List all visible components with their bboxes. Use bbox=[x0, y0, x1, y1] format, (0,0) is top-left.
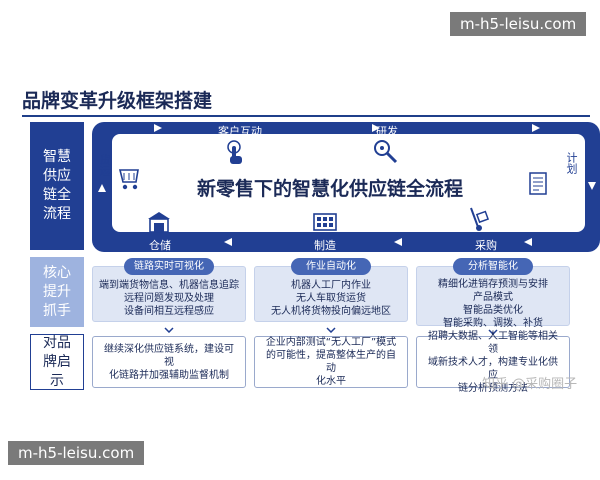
title-underline bbox=[22, 115, 590, 117]
document-icon bbox=[529, 172, 547, 195]
lever-line: 智能采购、调拨、补货 bbox=[443, 318, 543, 329]
implication-line: 继续深化供应链系统，建设可视 bbox=[104, 343, 234, 368]
lever-pill-visibility: 链路实时可视化 bbox=[124, 258, 214, 275]
magnifier-icon bbox=[374, 140, 398, 164]
lever-box-visibility: 端到端货物信息、机器信息追踪 远程问题发现及处理 设备间相互远程感应 bbox=[92, 266, 246, 322]
flow-stage-purchasing: 采购 bbox=[475, 239, 497, 252]
implication-box-3: 招聘大数据、人工智能等相关领 域新技术人才，构建专业化供应 链分析预测方法 bbox=[416, 331, 570, 394]
factory-icon bbox=[313, 213, 337, 231]
implication-line: 链分析预测方法 bbox=[458, 382, 528, 394]
implication-line: 企业内部测试“无人工厂”模式 bbox=[265, 337, 397, 348]
warehouse-icon bbox=[148, 212, 170, 233]
flow-loop-inner bbox=[112, 134, 585, 232]
lever-box-analytics: 精细化进销存预测与安排 产品模式 智能品类优化 智能采购、调拨、补货 bbox=[416, 266, 570, 329]
implication-line: 的可能性，提高整体生产的自动 bbox=[266, 350, 396, 374]
lever-line: 端到端货物信息、机器信息追踪 bbox=[99, 280, 239, 291]
lever-pill-analytics: 分析智能化 bbox=[453, 258, 533, 275]
flow-arrows bbox=[98, 124, 596, 246]
lever-pill-automation: 作业自动化 bbox=[291, 258, 371, 275]
label-core-levers: 核心提升抓手 bbox=[30, 257, 84, 327]
hand-truck-icon bbox=[470, 207, 490, 231]
arrow-left bbox=[98, 184, 106, 192]
lever-line: 无人机将货物投向偏远地区 bbox=[271, 306, 391, 317]
flow-stage-manufacturing: 制造 bbox=[314, 239, 336, 252]
flow-stage-storage: 仓储 bbox=[149, 239, 171, 252]
touch-icon bbox=[227, 140, 242, 164]
flow-stage-customer: 客户互动 bbox=[218, 125, 262, 138]
arrow-bottom-2 bbox=[394, 238, 402, 246]
chevron-down-icon bbox=[326, 327, 336, 333]
zhihu-watermark: 知乎 @采购圈子 bbox=[482, 377, 578, 392]
implication-box-2: 企业内部测试“无人工厂”模式 的可能性，提高整体生产的自动 化水平 bbox=[254, 336, 408, 388]
arrow-top-3 bbox=[532, 124, 540, 132]
lever-box-automation: 机器人工厂内作业 无人车取货运货 无人机将货物投向偏远地区 bbox=[254, 266, 408, 322]
arrow-right bbox=[588, 182, 596, 190]
lever-line: 机器人工厂内作业 bbox=[291, 280, 371, 291]
implication-line: 化水平 bbox=[316, 376, 346, 387]
label-supply-chain: 智慧供应链全流程 bbox=[30, 122, 84, 250]
flow-stage-plan: 计划 bbox=[565, 152, 578, 174]
flow-stage-freight: 货运 bbox=[98, 154, 111, 176]
implication-box-1: 继续深化供应链系统，建设可视 化链路并加强辅助监督机制 bbox=[92, 336, 246, 388]
implication-line: 招聘大数据、人工智能等相关领 bbox=[428, 330, 558, 355]
lever-line: 设备间相互远程感应 bbox=[124, 306, 214, 317]
chevron-down-icon bbox=[488, 329, 498, 335]
flow-headline: 新零售下的智慧化供应链全流程 bbox=[196, 178, 463, 200]
flow-stage-rnd: 研发 bbox=[376, 125, 398, 138]
watermark-top-right: m-h5-leisu.com bbox=[450, 12, 587, 36]
lever-line: 无人车取货运货 bbox=[296, 293, 366, 304]
page-title: 品牌变革升级框架搭建 bbox=[22, 90, 213, 112]
lever-line: 智能品类优化 bbox=[463, 305, 523, 316]
arrow-bottom-3 bbox=[224, 238, 232, 246]
watermark-bottom-left: m-h5-leisu.com bbox=[8, 441, 145, 465]
arrow-top-2 bbox=[372, 124, 380, 132]
chevron-down-icon bbox=[164, 327, 174, 333]
lever-line: 远程问题发现及处理 bbox=[124, 293, 214, 304]
lever-line: 精细化进销存预测与安排 bbox=[438, 279, 548, 290]
arrow-top-1 bbox=[154, 124, 162, 132]
implication-line: 化链路并加强辅助监督机制 bbox=[109, 369, 229, 381]
cart-icon bbox=[118, 169, 139, 190]
lever-line: 产品模式 bbox=[473, 292, 513, 303]
arrow-bottom-1 bbox=[524, 238, 532, 246]
implication-line: 域新技术人才，构建专业化供应 bbox=[428, 356, 558, 381]
label-brand-implications: 对品牌启示 bbox=[30, 334, 84, 390]
